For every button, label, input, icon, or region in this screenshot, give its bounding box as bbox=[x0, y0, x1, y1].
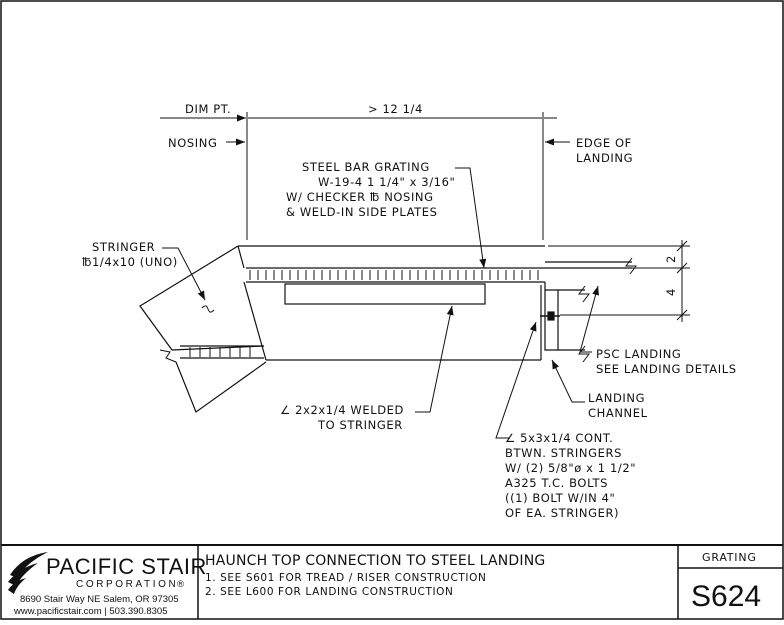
grating-bars bbox=[249, 270, 539, 280]
title-block bbox=[1, 544, 783, 619]
grating-callout-line4: & WELD-IN SIDE PLATES bbox=[286, 205, 438, 219]
psc-callout-line2: SEE LANDING DETAILS bbox=[596, 362, 737, 376]
company-address: 8690 Stair Way NE Salem, OR 97305 bbox=[20, 594, 179, 605]
landing-structure bbox=[139, 245, 637, 413]
dim-4: 4 bbox=[664, 288, 678, 296]
vertical-dimensions bbox=[548, 240, 690, 322]
dimension-label: > 12 1/4 bbox=[368, 102, 423, 116]
channel-callout-line1: LANDING bbox=[588, 391, 645, 405]
edge-label-line1: EDGE OF bbox=[576, 136, 632, 150]
note-1: 1. SEE S601 FOR TREAD / RISER CONSTRUCTI… bbox=[205, 572, 486, 584]
cont-angle-callout-line6: OF EA. STRINGER) bbox=[505, 506, 619, 520]
company-name: PACIFIC STAIR bbox=[46, 554, 207, 579]
section-label: GRATING bbox=[702, 551, 757, 564]
nosing-label: NOSING bbox=[168, 136, 217, 150]
company-sub: CORPORATION bbox=[76, 579, 178, 590]
angle-callout-line1: ∠ 2x2x1/4 WELDED bbox=[280, 403, 404, 417]
dim-point-label: DIM PT. bbox=[185, 102, 231, 116]
cont-angle-callout-line5: ((1) BOLT W/IN 4" bbox=[505, 491, 615, 505]
note-2: 2. SEE L600 FOR LANDING CONSTRUCTION bbox=[205, 586, 454, 598]
grating-callout-line1: STEEL BAR GRATING bbox=[302, 160, 430, 174]
registered-mark: ® bbox=[177, 579, 184, 590]
grating-callout-line2: W-19-4 1 1/4" x 3/16" bbox=[318, 175, 455, 189]
cont-angle-callout-line2: BTWN. STRINGERS bbox=[505, 446, 622, 460]
angle-callout-line2: TO STRINGER bbox=[317, 418, 403, 432]
cont-angle-callout-line3: W/ (2) 5/8"ø x 1 1/2" bbox=[505, 461, 636, 475]
cont-angle-callout-line4: A325 T.C. BOLTS bbox=[505, 476, 608, 490]
cont-angle-callout-line1: ∠ 5x3x1/4 CONT. bbox=[505, 431, 613, 445]
top-dimension bbox=[160, 112, 570, 240]
company-logo bbox=[8, 552, 48, 594]
stringer-callout-line2: ℔1/4x10 (UNO) bbox=[82, 255, 178, 269]
grating-callout-line3: W/ CHECKER ℔ NOSING bbox=[286, 190, 434, 204]
stringer-callout-line1: STRINGER bbox=[92, 240, 155, 254]
edge-label-line2: LANDING bbox=[576, 151, 633, 165]
channel-callout-line2: CHANNEL bbox=[588, 406, 648, 420]
sheet-number: S624 bbox=[691, 580, 761, 613]
dim-2: 2 bbox=[664, 255, 678, 263]
psc-callout-line1: PSC LANDING bbox=[596, 347, 681, 361]
drawing-title: HAUNCH TOP CONNECTION TO STEEL LANDING bbox=[205, 553, 545, 569]
leaders bbox=[162, 167, 600, 439]
company-contact: www.pacificstair.com | 503.390.8305 bbox=[13, 606, 168, 617]
